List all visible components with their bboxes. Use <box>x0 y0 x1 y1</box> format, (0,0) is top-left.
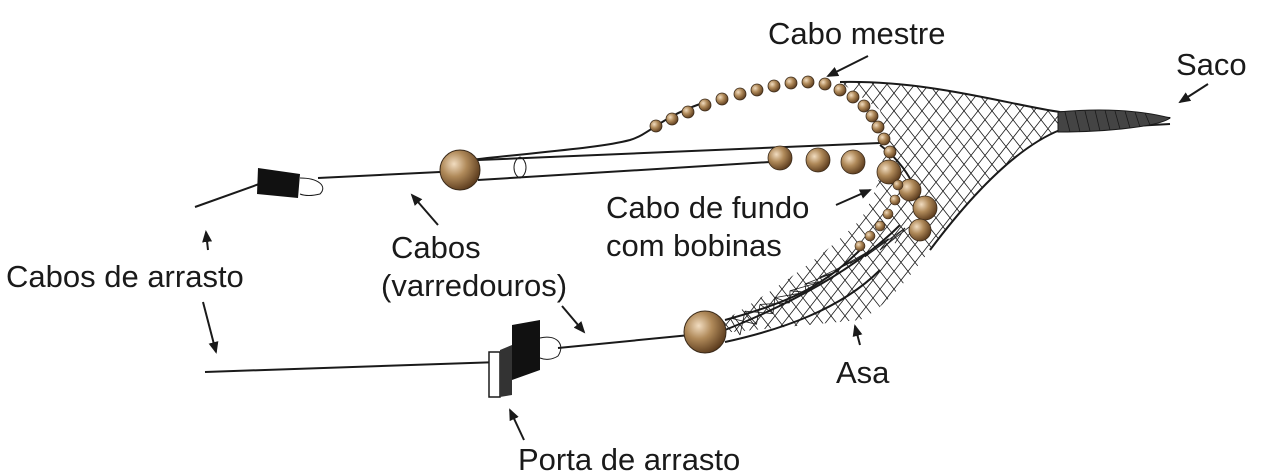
upper-bridles <box>317 103 881 181</box>
groundrope-float <box>889 194 901 206</box>
arrow-arrasto-down <box>202 301 219 354</box>
label-asa: Asa <box>836 355 890 390</box>
trawl-warps <box>194 182 501 373</box>
headrope-float <box>818 77 832 91</box>
label-cabos-arrasto: Cabos de arrasto <box>6 259 244 294</box>
headrope-float <box>681 105 695 119</box>
label-cabos-1: Cabos <box>391 230 481 265</box>
label-cabo-fundo-2: com bobinas <box>606 228 782 263</box>
arrow-arrasto-up <box>202 230 213 251</box>
groundrope-float <box>854 240 866 252</box>
groundrope-bobbin <box>908 218 932 242</box>
headrope-float <box>883 145 897 159</box>
groundrope-bobbin <box>912 195 938 221</box>
headrope-float <box>715 92 729 106</box>
upper-otter-board <box>257 168 324 198</box>
upper-bridle-float <box>439 149 481 191</box>
groundrope-float <box>874 220 886 232</box>
lower-bridles <box>557 249 881 349</box>
bridle-floats <box>439 149 727 354</box>
label-cabo-mestre: Cabo mestre <box>768 16 945 51</box>
headrope-float <box>833 83 847 97</box>
arrow-saco <box>1178 83 1209 104</box>
headrope-float <box>857 99 871 113</box>
groundrope-float <box>882 208 894 220</box>
arrow-cabo-mestre <box>826 55 869 77</box>
label-saco: Saco <box>1176 47 1247 82</box>
headrope-float <box>846 90 860 104</box>
label-cabos-2: (varredouros) <box>381 268 567 303</box>
groundrope-bobbin <box>840 149 866 175</box>
lower-otter-board <box>488 320 562 398</box>
arrow-cabo-fundo <box>835 189 872 206</box>
headrope-float <box>784 76 798 90</box>
groundrope-float <box>892 179 904 191</box>
arrow-asa <box>852 324 863 346</box>
headrope-float <box>865 109 879 123</box>
headrope-float <box>871 120 885 134</box>
arrow-cabos <box>410 193 439 226</box>
label-cabo-fundo-1: Cabo de fundo <box>606 190 809 225</box>
label-porta-arrasto: Porta de arrasto <box>518 442 740 474</box>
groundrope-bobbin <box>805 147 831 173</box>
arrow-varredouros <box>561 305 586 334</box>
wing-mesh <box>729 216 922 336</box>
groundrope-float <box>864 230 876 242</box>
headrope-float <box>801 75 815 89</box>
groundrope-bobbin <box>876 159 902 185</box>
headrope-float <box>698 98 712 112</box>
headrope-floats <box>649 75 897 159</box>
labels: Cabo mestre Saco Cabo de fundo com bobin… <box>6 16 1247 474</box>
lower-bridle-float <box>683 310 727 354</box>
headrope-float <box>649 119 663 133</box>
headrope-float <box>877 132 891 146</box>
groundrope-bobbin <box>767 145 793 171</box>
groundrope-bobbins <box>767 145 938 252</box>
headrope-float <box>767 79 781 93</box>
arrow-porta <box>509 408 525 441</box>
headrope-float <box>665 112 679 126</box>
label-arrows <box>202 55 1209 441</box>
headrope-float <box>733 87 747 101</box>
headrope-float <box>750 83 764 97</box>
cod-end <box>1057 109 1172 133</box>
